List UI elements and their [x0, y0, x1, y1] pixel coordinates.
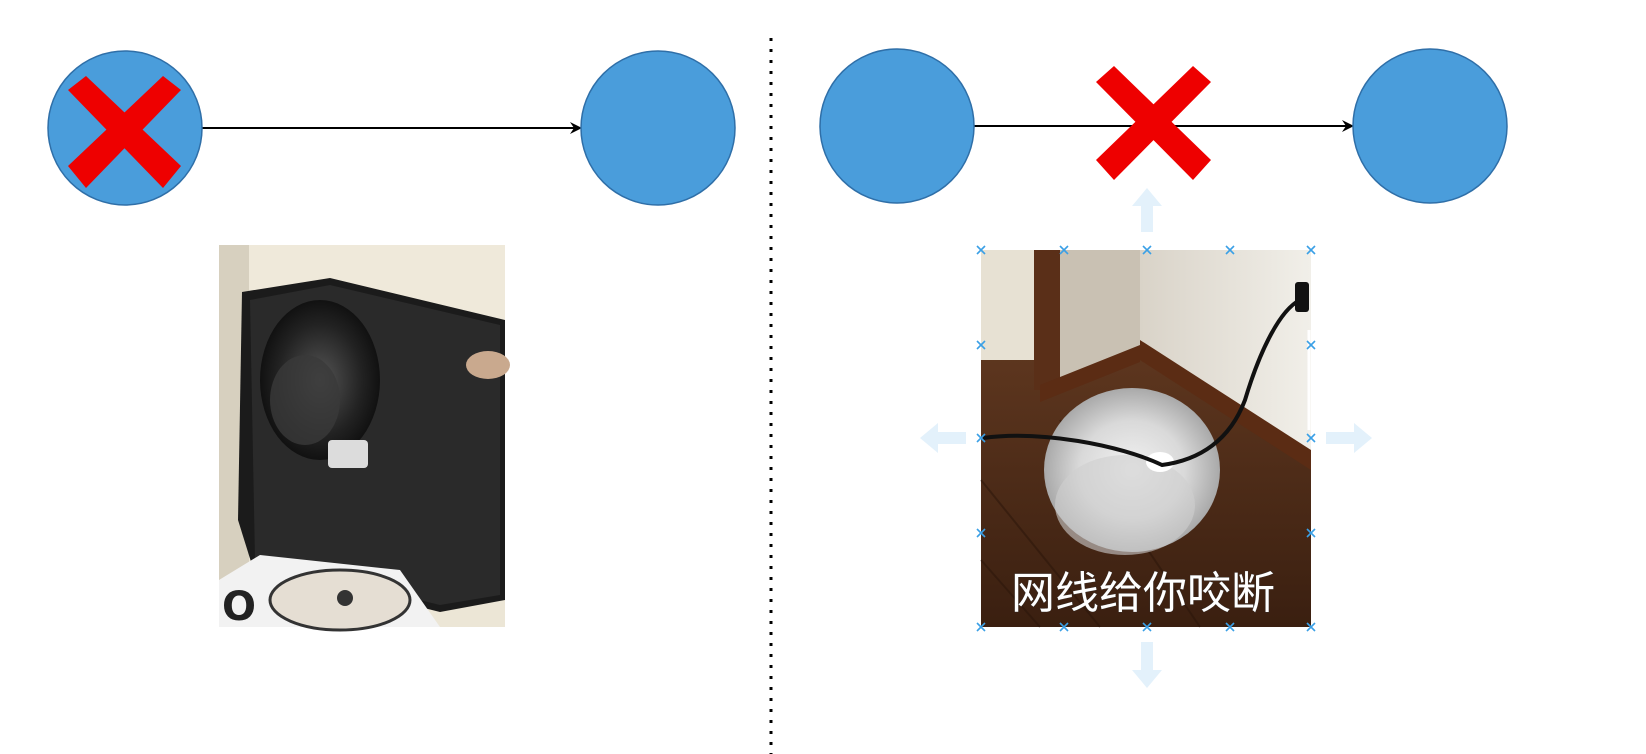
resize-handle-icon[interactable] — [1225, 622, 1235, 632]
burned-laptop-photo: O — [219, 245, 510, 632]
left-panel: O — [47, 50, 736, 632]
resize-handle-icon[interactable] — [976, 622, 986, 632]
resize-handle-icon[interactable] — [1142, 245, 1152, 255]
resize-handle-icon[interactable] — [1306, 245, 1316, 255]
cross-icon — [1096, 66, 1211, 180]
move-down-hint-icon[interactable] — [1132, 642, 1162, 688]
resize-handle-icon[interactable] — [1059, 245, 1069, 255]
move-up-hint-icon[interactable] — [1132, 188, 1162, 232]
move-left-hint-icon[interactable] — [920, 423, 966, 453]
resize-handle-icon[interactable] — [976, 433, 986, 443]
resize-handle-icon[interactable] — [1142, 622, 1152, 632]
resize-handle-icon[interactable] — [1306, 622, 1316, 632]
resize-handle-icon[interactable] — [1306, 528, 1316, 538]
cross-icon — [68, 76, 181, 188]
resize-handle-icon[interactable] — [1306, 433, 1316, 443]
photo-caption: 网线给你咬断 — [1011, 568, 1275, 619]
resize-handle-icon[interactable] — [976, 245, 986, 255]
resize-handle-icon[interactable] — [1306, 340, 1316, 350]
resize-handle-icon[interactable] — [976, 528, 986, 538]
svg-text:O: O — [222, 584, 256, 630]
resize-handle-icon[interactable] — [976, 340, 986, 350]
resize-handle-icon[interactable] — [1225, 245, 1235, 255]
move-right-hint-icon[interactable] — [1326, 423, 1372, 453]
selection-handles[interactable] — [976, 245, 1316, 632]
node-left-target[interactable] — [580, 50, 736, 206]
cat-biting-cable-photo[interactable] — [980, 250, 1311, 628]
resize-handle-icon[interactable] — [1059, 622, 1069, 632]
right-panel: 网线给你咬断 — [819, 48, 1508, 688]
node-right-target[interactable] — [1352, 48, 1508, 204]
node-right-source[interactable] — [819, 48, 975, 204]
